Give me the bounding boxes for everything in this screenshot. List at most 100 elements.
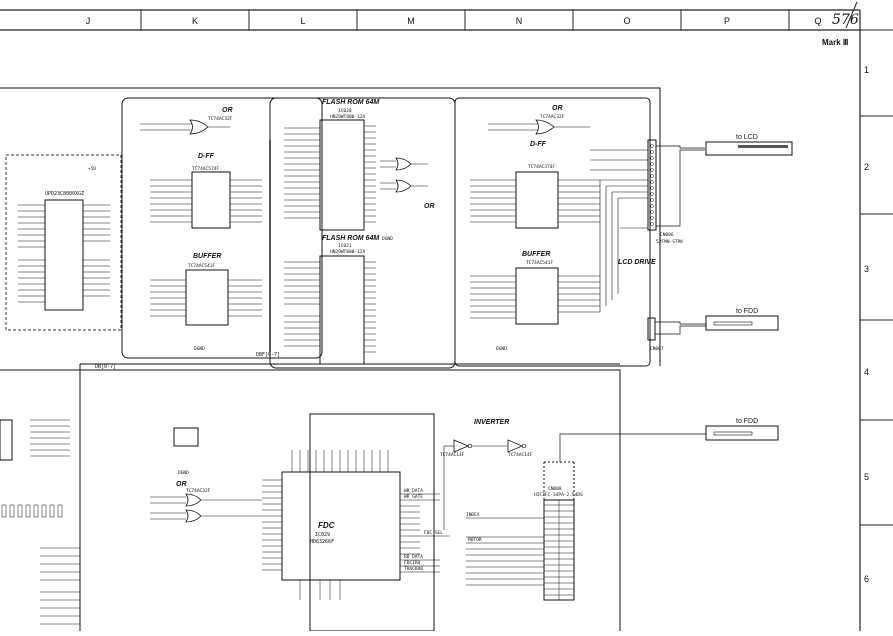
inverter-gate-a [453, 439, 470, 453]
left-memory-dashed-box [5, 154, 122, 331]
or-gate-mid-a [395, 157, 412, 171]
dff-right-part: TC74AC374F [528, 164, 555, 170]
left-memory-ic [44, 199, 84, 311]
ground-label-right: DGND [496, 346, 507, 352]
or-gate-right-symbol [535, 119, 555, 135]
dff-left-part: TC74AC574F [192, 166, 219, 172]
to-fdd-1-label: to FDD [736, 308, 758, 315]
label-lcd-drive: LCD DRIVE [618, 259, 656, 266]
buffer-right-part: TC74AC541F [526, 260, 553, 266]
handwritten-page-number: 576 [832, 12, 859, 28]
inverter-gate-b [507, 439, 524, 453]
buffer-right-pins [470, 275, 600, 319]
or-lower-part: TC74AC32F [186, 488, 211, 494]
row-label-6: 6 [864, 574, 869, 584]
flash-rom-1-ic [319, 119, 365, 231]
or-right-part: TC74AC32F [540, 114, 565, 120]
inverter-b-part: TC74AC14F [508, 452, 533, 458]
label-flash-rom-1: FLASH ROM 64M [322, 99, 379, 106]
flash1-ic-name: IC020 [338, 108, 352, 114]
ground-label-lower: DGND [178, 470, 189, 476]
col-label-q: Q [814, 16, 821, 26]
fdd-2-slot [713, 431, 753, 436]
fdd-connector-pins [544, 500, 574, 600]
label-buffer-left: BUFFER [193, 253, 221, 260]
flash1-pins [284, 125, 376, 223]
buffer-left-ic [185, 269, 229, 326]
net-wr-gate: WR GATE [404, 494, 423, 500]
db-bus-label: DB[0-7] [95, 364, 116, 370]
fdd-1-drive [705, 315, 779, 331]
or-top-part: TC74AC32F [208, 116, 233, 122]
row-labels: 1 2 3 4 5 6 [864, 65, 869, 584]
lcd-connector-part: 52FMN-STRK [656, 239, 683, 245]
row-label-4: 4 [864, 367, 869, 377]
lcd-connector-name: CN006 [660, 232, 674, 238]
fdd-1-slot [713, 321, 753, 326]
net-rd-data: RD DATA [404, 554, 423, 560]
left-lower-signal-lines [30, 419, 80, 625]
outer-wiring [0, 87, 661, 631]
left-memory-pins [18, 204, 110, 303]
label-or-lower: OR [176, 481, 187, 488]
label-dff-left: D-FF [198, 153, 215, 160]
net-motor: MOTOR [468, 537, 482, 543]
fdd-connector-name: CN008 [548, 486, 562, 492]
dff-left-ic [191, 171, 231, 229]
dff-right-ic [515, 171, 559, 229]
small-ic-k4 [173, 427, 199, 447]
col-label-o: O [623, 16, 630, 26]
corner-mark-label: Mark Ⅲ [822, 38, 848, 47]
lcd-module-strip [738, 145, 788, 148]
lcd-bus-lines [590, 149, 648, 312]
buffer-left-part: TC74AC541F [188, 263, 215, 269]
row-label-1: 1 [864, 65, 869, 75]
dff-left-pins [150, 179, 262, 223]
fdc-pins [262, 450, 450, 600]
col-label-j: J [86, 16, 91, 26]
row-label-3: 3 [864, 264, 869, 274]
dff-right-pins [470, 179, 600, 223]
flash2-ic-part: HN29WT800-12A [330, 249, 366, 255]
fdd-1-connector [647, 317, 656, 341]
flash-rom-2-ic [319, 255, 365, 365]
or-gate-mid-b [395, 179, 412, 193]
or-gate-lower-b [185, 509, 202, 523]
fdc-ic-name: IC029 [315, 532, 330, 538]
or-gate-lower-a [185, 493, 202, 507]
flash2-pins [284, 261, 376, 353]
label-fdc: FDC [318, 521, 335, 530]
label-flash-rom-2: FLASH ROM 64M [322, 235, 379, 242]
buffer-left-pins [150, 279, 262, 317]
row-label-2: 2 [864, 162, 869, 172]
fdc-chip [281, 471, 401, 581]
inverter-a-part: TC74AC14F [440, 452, 465, 458]
net-fdcirq: FDCIRQ [404, 560, 421, 566]
flash2-ic-name: IC021 [338, 243, 352, 249]
net-fdc-sel: FDC SEL [424, 530, 443, 536]
grid-frame [0, 9, 893, 631]
label-dff-right: D-FF [530, 141, 547, 148]
to-lcd-label: to LCD [736, 134, 758, 141]
col-label-n: N [516, 16, 523, 26]
fdd-1-connector-name: CN007 [650, 346, 664, 352]
column-labels: J K L M N O P Q [86, 16, 822, 26]
left-resistor-array [1, 504, 63, 518]
fdc-signal-bus [466, 517, 544, 586]
col-label-k: K [192, 16, 198, 26]
row-label-5: 5 [864, 472, 869, 482]
label-or-right: OR [552, 105, 563, 112]
label-or-top: OR [222, 107, 233, 114]
label-buffer-right: BUFFER [522, 251, 550, 258]
label-or-mid: OR [424, 203, 435, 210]
lcd-module [705, 141, 793, 156]
to-fdd-2-label: to FDD [736, 418, 758, 425]
label-inverter: INVERTER [474, 419, 509, 426]
lcd-connector-cn006 [647, 139, 657, 231]
col-label-m: M [407, 16, 415, 26]
net-index: INDEX [466, 512, 480, 518]
fdc-ic-part: HD63266F [310, 539, 334, 545]
dbf-bus-label: DBF[0-7] [256, 352, 280, 358]
